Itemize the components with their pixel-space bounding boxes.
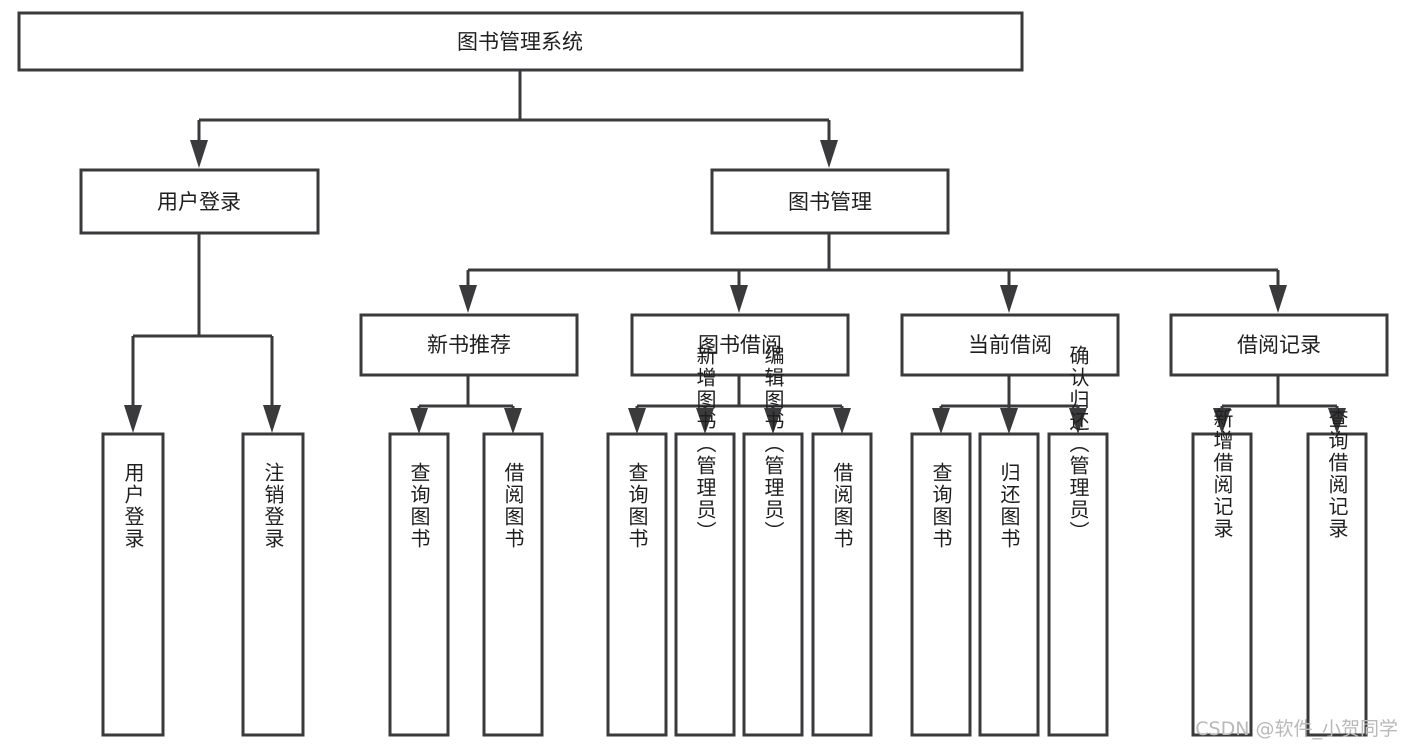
arrowhead-leaf-query-book-1 xyxy=(410,408,428,434)
node-leaf-borrow-book-1[interactable]: 借阅图书 xyxy=(482,432,544,737)
arrowhead-borrow-record xyxy=(1269,285,1287,313)
node-leaf-user-login-box[interactable] xyxy=(101,432,165,737)
node-current-borrow-label: 当前借阅 xyxy=(968,333,1052,357)
watermark-label: CSDN @软件_小贺同学 xyxy=(1195,718,1398,740)
node-leaf-add-record-box[interactable] xyxy=(1191,432,1253,737)
node-leaf-borrow-book-1-box[interactable] xyxy=(482,432,544,737)
node-user-login-box[interactable] xyxy=(79,168,320,235)
node-book-borrow-label: 图书借阅 xyxy=(698,333,782,357)
node-leaf-query-book-2-box[interactable] xyxy=(606,432,668,737)
node-leaf-query-record-label: 查询借阅记录 xyxy=(1325,408,1349,540)
arrowhead-leaf-edit-book xyxy=(764,408,782,434)
arrowhead-leaf-add-book xyxy=(696,408,714,434)
node-leaf-return-book[interactable]: 归还图书 xyxy=(978,432,1040,737)
node-leaf-query-book-1-label: 查询图书 xyxy=(407,462,431,550)
node-leaf-add-book-box[interactable] xyxy=(674,432,736,737)
arrowhead-user-login xyxy=(190,140,208,168)
node-leaf-query-book-3-label: 查询图书 xyxy=(929,462,953,550)
node-leaf-edit-book-box[interactable] xyxy=(742,432,804,737)
edge-group-book-borrow-children xyxy=(628,375,851,434)
node-leaf-query-book-1-box[interactable] xyxy=(388,432,450,737)
arrowhead-current-borrow xyxy=(1000,285,1018,313)
arrowhead-leaf-query-book-2 xyxy=(628,408,646,434)
edge-group-book-manage-children xyxy=(459,233,1287,313)
node-leaf-query-book-3-box[interactable] xyxy=(910,432,972,737)
node-leaf-borrow-book-2[interactable]: 借阅图书 xyxy=(811,432,873,737)
node-leaf-user-login[interactable]: 用户登录 xyxy=(101,432,165,737)
node-leaf-query-record[interactable]: 查询借阅记录 xyxy=(1306,408,1368,737)
node-leaf-query-book-2[interactable]: 查询图书 xyxy=(606,432,668,737)
node-root[interactable]: 图书管理系统 xyxy=(17,11,1024,72)
node-root-box[interactable] xyxy=(17,11,1024,72)
node-leaf-user-login-label: 用户登录 xyxy=(121,462,145,550)
node-new-book-rec[interactable]: 新书推荐 xyxy=(359,313,579,377)
node-leaf-query-book-2-label: 查询图书 xyxy=(625,462,649,550)
node-book-borrow-box[interactable] xyxy=(630,313,850,377)
node-leaf-borrow-book-2-label: 借阅图书 xyxy=(830,462,854,550)
node-new-book-rec-box[interactable] xyxy=(359,313,579,377)
node-leaf-query-book-1[interactable]: 查询图书 xyxy=(388,432,450,737)
node-leaf-return-book-box[interactable] xyxy=(978,432,1040,737)
node-book-manage-label: 图书管理 xyxy=(788,190,872,214)
arrowhead-leaf-return-book xyxy=(1000,408,1018,434)
node-leaf-query-record-box[interactable] xyxy=(1306,432,1368,737)
arrowhead-leaf-borrow-book-1 xyxy=(504,408,522,434)
node-leaf-add-book-label: 新增图书（管理员） xyxy=(693,345,717,543)
arrowhead-new-book-rec xyxy=(459,285,477,313)
node-borrow-record-box[interactable] xyxy=(1169,313,1389,377)
node-current-borrow-box[interactable] xyxy=(900,313,1120,377)
edge-group-new-book-rec-children xyxy=(410,375,522,434)
node-leaf-return-book-label: 归还图书 xyxy=(997,462,1021,550)
edge-group-current-borrow-children xyxy=(932,375,1087,434)
node-leaf-add-record[interactable]: 新增借阅记录 xyxy=(1191,408,1253,737)
node-user-login[interactable]: 用户登录 xyxy=(79,168,320,235)
arrowhead-leaf-user-login xyxy=(124,405,142,433)
arrowhead-leaf-confirm-return xyxy=(1069,408,1087,434)
node-leaf-query-book-3[interactable]: 查询图书 xyxy=(910,432,972,737)
node-new-book-rec-label: 新书推荐 xyxy=(427,333,511,357)
node-leaf-logout-login-label: 注销登录 xyxy=(261,462,285,550)
arrowhead-leaf-query-book-3 xyxy=(932,408,950,434)
node-leaf-add-book[interactable]: 新增图书（管理员） xyxy=(674,345,736,737)
node-leaf-confirm-return-box[interactable] xyxy=(1047,432,1109,737)
node-leaf-borrow-book-2-box[interactable] xyxy=(811,432,873,737)
arrowhead-leaf-borrow-book-2 xyxy=(833,408,851,434)
arrowhead-leaf-add-record xyxy=(1213,408,1231,434)
node-book-manage-box[interactable] xyxy=(710,168,950,235)
node-user-login-label: 用户登录 xyxy=(157,190,241,214)
node-leaf-edit-book-label: 编辑图书（管理员） xyxy=(761,345,785,543)
node-leaf-borrow-book-1-label: 借阅图书 xyxy=(501,462,525,550)
node-leaf-confirm-return[interactable]: 确认归还（管理员） xyxy=(1047,345,1109,737)
arrowhead-leaf-logout-login xyxy=(263,405,281,433)
arrowhead-leaf-query-record xyxy=(1328,408,1346,434)
edge-group-root-to-level2 xyxy=(190,70,838,168)
node-leaf-logout-login[interactable]: 注销登录 xyxy=(241,432,305,737)
node-root-label: 图书管理系统 xyxy=(457,30,583,54)
arrowhead-book-manage xyxy=(820,140,838,168)
edge-group-borrow-record-children xyxy=(1213,375,1346,434)
arrowhead-book-borrow xyxy=(730,285,748,313)
node-leaf-confirm-return-label: 确认归还（管理员） xyxy=(1066,345,1090,543)
node-leaf-add-record-label: 新增借阅记录 xyxy=(1210,408,1234,540)
node-book-borrow[interactable]: 图书借阅 xyxy=(630,313,850,377)
edge-group-user-login-children xyxy=(124,233,281,433)
node-current-borrow[interactable]: 当前借阅 xyxy=(900,313,1120,377)
node-leaf-logout-login-box[interactable] xyxy=(241,432,305,737)
node-leaf-edit-book[interactable]: 编辑图书（管理员） xyxy=(742,345,804,737)
node-book-manage[interactable]: 图书管理 xyxy=(710,168,950,235)
node-borrow-record-label: 借阅记录 xyxy=(1237,333,1321,357)
node-borrow-record[interactable]: 借阅记录 xyxy=(1169,313,1389,377)
